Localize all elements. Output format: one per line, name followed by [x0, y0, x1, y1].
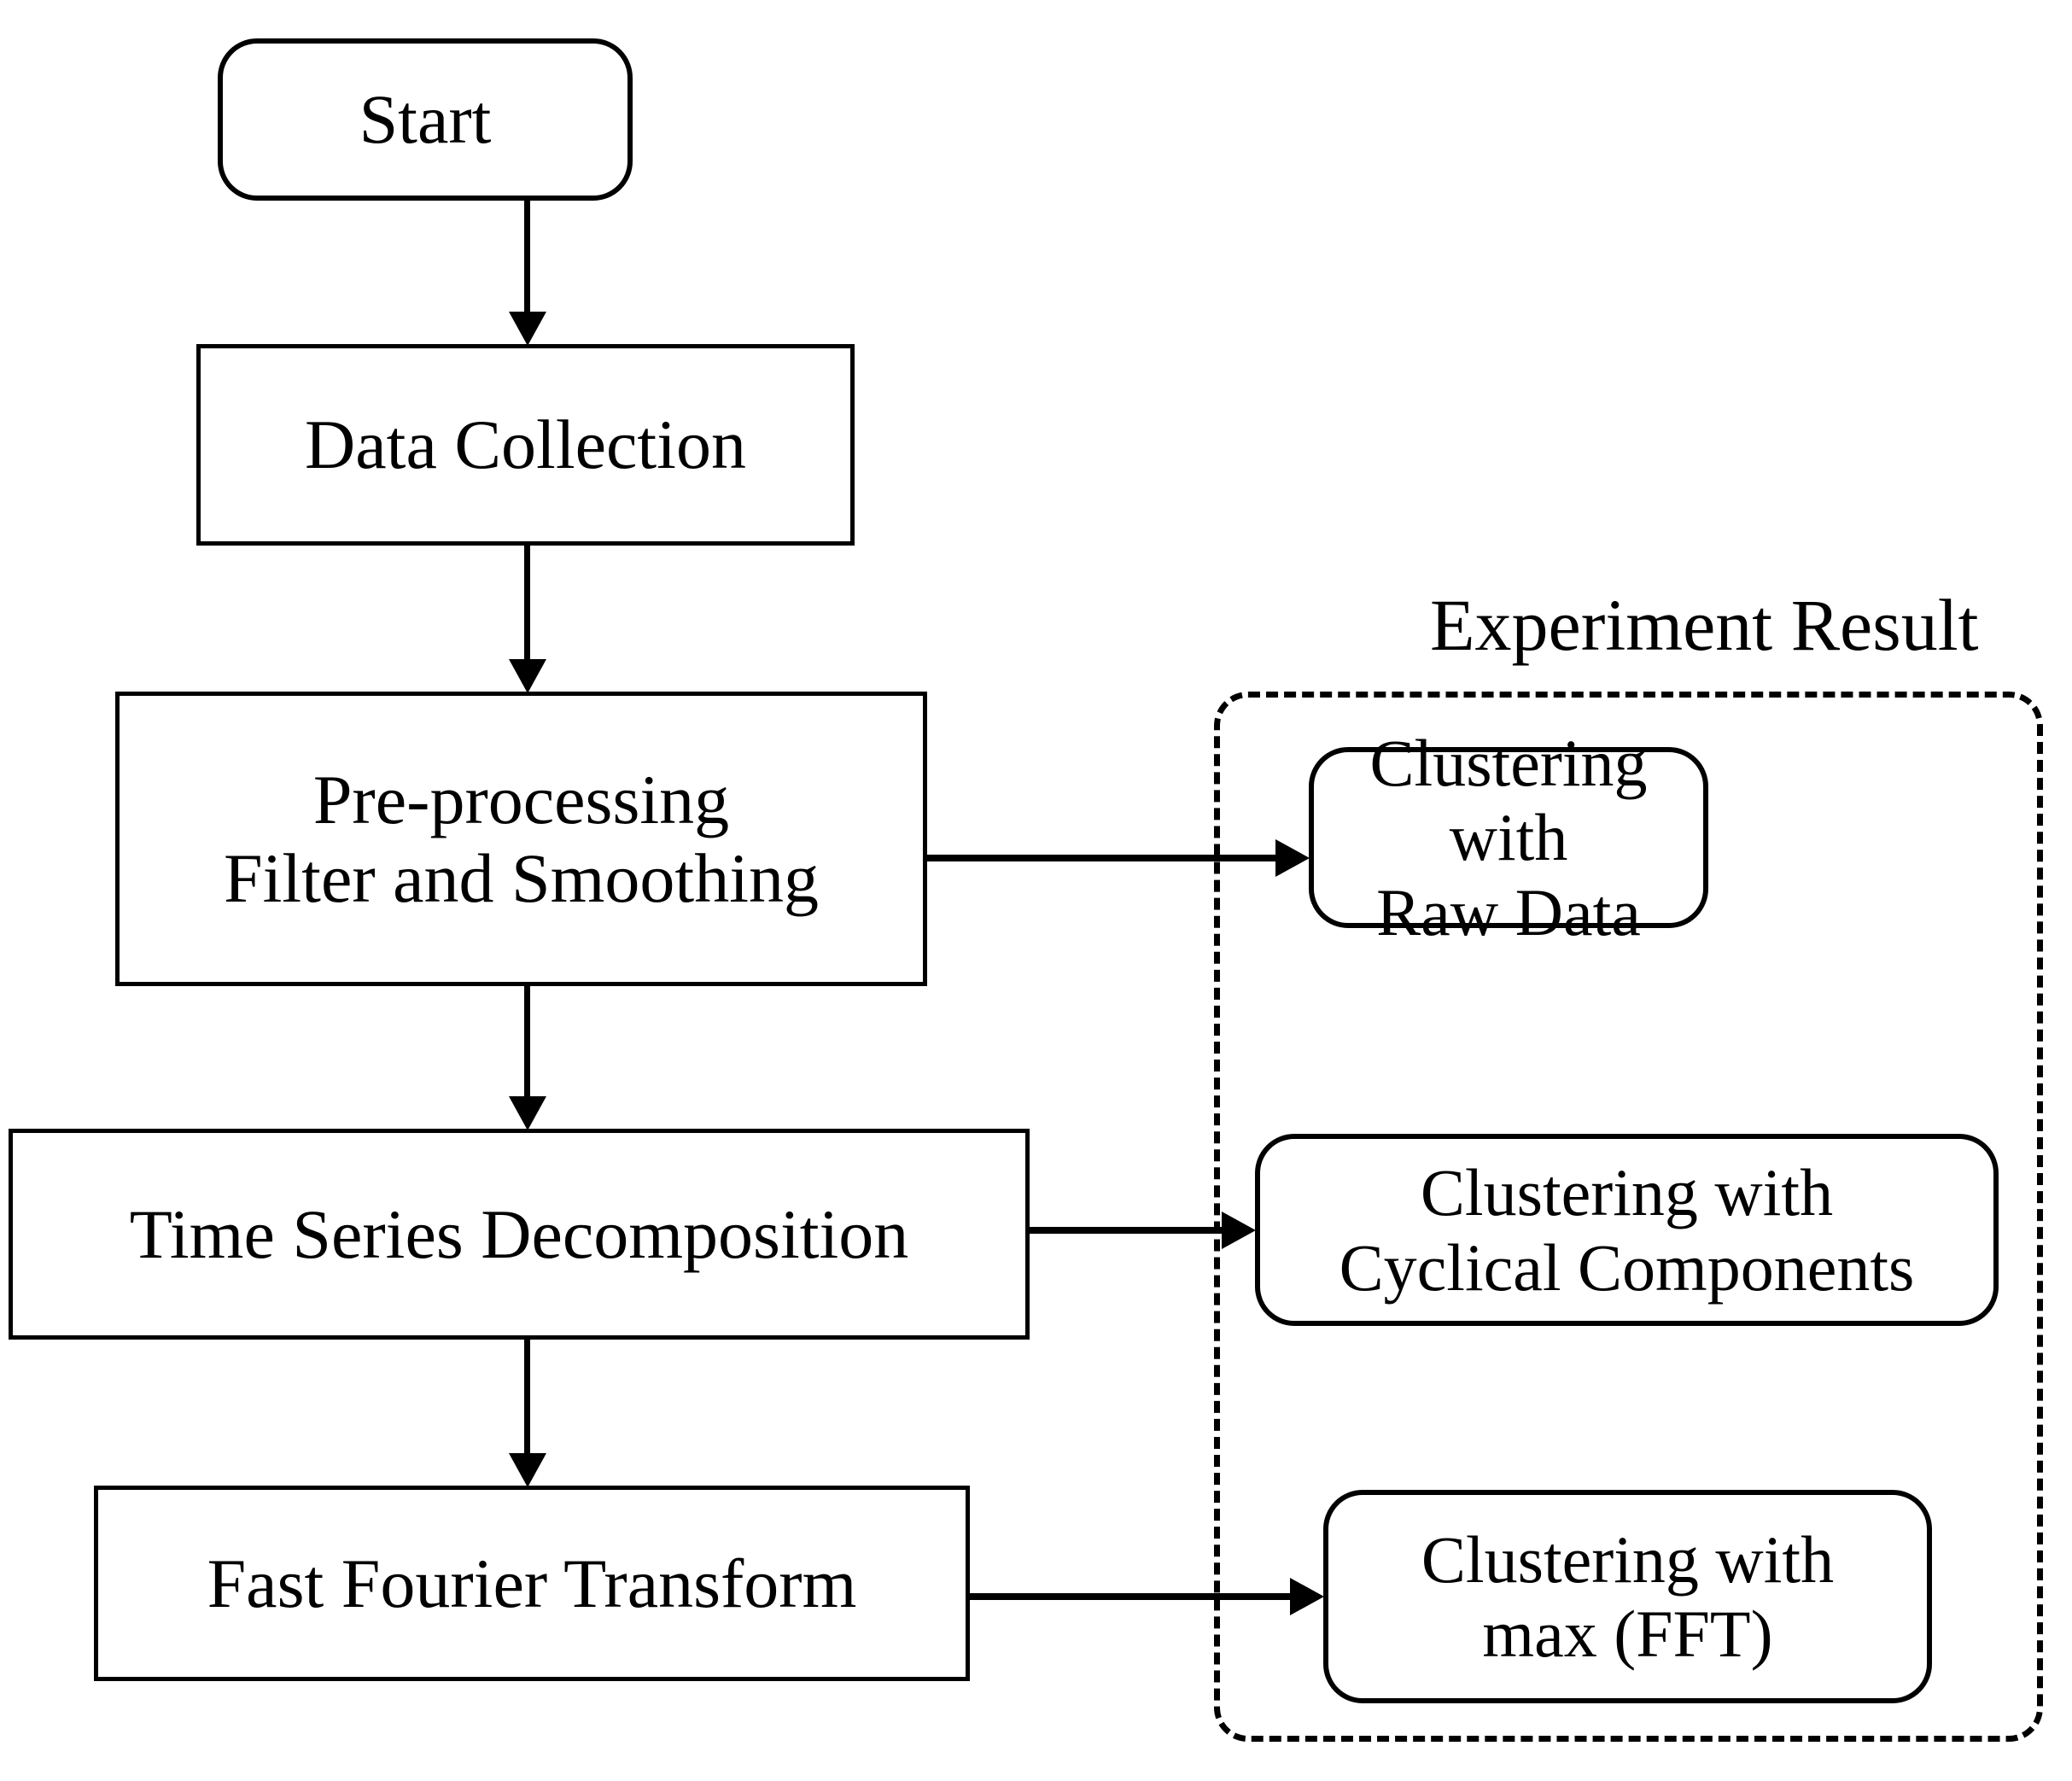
node-clustering-raw-data[interactable]: Clustering with Raw Data [1309, 726, 1708, 949]
edge-decomposition-to-fft-arrowhead [509, 1453, 546, 1487]
edge-pre-processing-to-clustering-raw-arrowhead [1275, 839, 1310, 877]
edge-start-to-data-collection-line [524, 201, 530, 313]
node-pre-processing-label: Pre-processing Filter and Smoothing [224, 760, 819, 917]
node-time-series-decomposition[interactable]: Time Series Decomposition [9, 1129, 1030, 1340]
node-clustering-max-fft[interactable]: Clustering with max (FFT) [1323, 1490, 1932, 1703]
node-clustering-cyclical-components-label: Clustering with Cyclical Components [1339, 1155, 1915, 1305]
edge-decomposition-to-clustering-cyclical-arrowhead [1222, 1212, 1256, 1249]
node-start[interactable]: Start [218, 38, 633, 201]
edge-fft-to-clustering-max-fft-arrowhead [1290, 1578, 1324, 1615]
experiment-result-group-title: Experiment Result [1430, 584, 1979, 666]
node-data-collection[interactable]: Data Collection [196, 344, 855, 546]
node-pre-processing[interactable]: Pre-processing Filter and Smoothing [115, 692, 927, 986]
edge-decomposition-to-fft-line [524, 1340, 530, 1455]
experiment-result-group-frame [1214, 692, 2043, 1742]
edge-pre-processing-to-decomposition-line [524, 986, 530, 1097]
node-start-label: Start [359, 80, 492, 159]
node-fast-fourier-transform[interactable]: Fast Fourier Transform [94, 1486, 970, 1681]
edge-fft-to-clustering-max-fft-line [970, 1593, 1292, 1600]
node-fast-fourier-transform-label: Fast Fourier Transform [207, 1544, 857, 1622]
edge-decomposition-to-clustering-cyclical-line [1030, 1227, 1223, 1234]
node-data-collection-label: Data Collection [305, 406, 746, 484]
node-time-series-decomposition-label: Time Series Decomposition [129, 1194, 909, 1273]
node-clustering-max-fft-label: Clustering with max (FFT) [1421, 1521, 1835, 1671]
node-clustering-cyclical-components[interactable]: Clustering with Cyclical Components [1255, 1134, 1999, 1326]
node-clustering-raw-data-label: Clustering with Raw Data [1369, 725, 1648, 949]
edge-data-collection-to-pre-processing-line [524, 546, 530, 661]
edge-pre-processing-to-clustering-raw-line [927, 855, 1277, 861]
edge-pre-processing-to-decomposition-arrowhead [509, 1096, 546, 1130]
edge-data-collection-to-pre-processing-arrowhead [509, 659, 546, 693]
edge-start-to-data-collection-arrowhead [509, 312, 546, 346]
